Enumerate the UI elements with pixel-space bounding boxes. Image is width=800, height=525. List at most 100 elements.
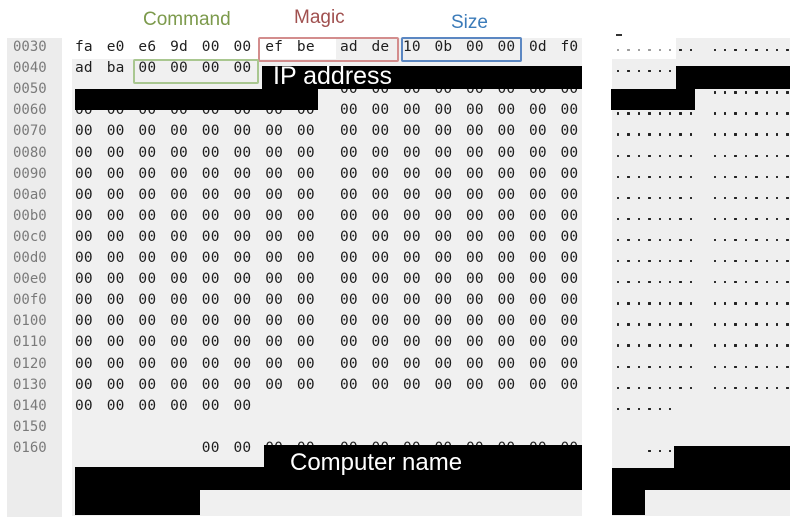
hex-byte: 00 <box>75 207 93 224</box>
ascii-char <box>689 386 693 389</box>
ascii-char <box>724 365 727 368</box>
ascii-char <box>755 302 758 305</box>
row-offset: 0160 <box>13 439 47 456</box>
hex-byte: 00 <box>560 186 579 203</box>
hex-byte: fa <box>75 39 93 55</box>
hex-byte: 00 <box>201 292 220 309</box>
hex-byte: 00 <box>497 123 516 140</box>
ascii-char <box>669 344 672 347</box>
row-offset: 0030 <box>13 39 47 55</box>
ascii-char <box>713 217 716 221</box>
hex-byte: 00 <box>106 144 125 161</box>
ascii-char <box>713 302 716 305</box>
ascii-char <box>617 407 620 411</box>
hex-area-background <box>72 59 582 516</box>
ascii-char <box>765 344 768 347</box>
hex-byte: 00 <box>138 313 157 330</box>
hex-byte: 00 <box>466 271 484 288</box>
magic-highlight-box <box>258 37 399 62</box>
ascii-char <box>627 260 630 263</box>
hex-byte: 00 <box>529 186 547 203</box>
ascii-char <box>617 154 620 157</box>
hex-byte: 00 <box>106 271 125 288</box>
hex-byte: 00 <box>170 355 188 372</box>
hex-byte: 00 <box>138 60 157 77</box>
ascii-char <box>669 217 672 221</box>
hex-byte: 00 <box>233 186 252 203</box>
ascii-char <box>776 133 779 136</box>
ascii-char <box>724 154 727 157</box>
hex-byte: 00 <box>371 334 390 351</box>
hex-byte: 00 <box>497 186 516 203</box>
row-offset: 00b0 <box>13 207 47 224</box>
ascii-char <box>724 386 727 389</box>
hex-byte: 00 <box>340 355 358 372</box>
hex-byte: 00 <box>75 313 93 330</box>
hex-byte: 00 <box>434 334 453 351</box>
hex-byte: 00 <box>434 228 453 245</box>
hex-byte: 00 <box>434 292 453 309</box>
hex-byte: 00 <box>170 376 188 393</box>
hex-byte: 00 <box>233 144 252 161</box>
hex-byte: 00 <box>265 292 284 309</box>
hex-byte: 00 <box>296 271 315 288</box>
hex-byte: 00 <box>138 376 157 393</box>
hex-byte: 00 <box>138 397 157 414</box>
ascii-char <box>617 260 620 263</box>
ascii-char <box>658 260 661 263</box>
row-offset: 0120 <box>13 355 47 372</box>
hex-byte: 00 <box>201 271 220 288</box>
ascii-char <box>713 196 716 200</box>
hex-byte: 00 <box>233 313 252 330</box>
ascii-char <box>713 344 716 347</box>
ascii-char <box>669 70 672 73</box>
hex-byte: 00 <box>560 123 579 140</box>
ascii-char <box>648 344 651 347</box>
ascii-char <box>755 344 758 347</box>
hex-byte: 00 <box>529 123 547 140</box>
hex-byte: f0 <box>560 39 579 55</box>
ascii-char <box>627 175 630 178</box>
cursor-mark <box>616 34 622 36</box>
hex-byte: 00 <box>265 207 284 224</box>
hex-byte: 00 <box>75 144 93 161</box>
ascii-char <box>713 112 716 115</box>
ip-address-label: IP address <box>273 62 393 90</box>
ascii-char <box>648 365 651 368</box>
row-offset: 0130 <box>13 376 47 393</box>
ascii-char <box>658 386 661 389</box>
ascii-char <box>648 133 651 136</box>
hex-byte: 00 <box>434 123 453 140</box>
ascii-char <box>724 91 727 94</box>
hex-byte: 00 <box>233 207 252 224</box>
hex-byte: 00 <box>265 355 284 372</box>
hex-byte: 00 <box>497 207 516 224</box>
hex-byte: 00 <box>170 292 188 309</box>
ascii-char <box>627 323 630 326</box>
ascii-char <box>627 386 630 389</box>
ascii-char <box>669 154 672 157</box>
ascii-char <box>744 196 748 200</box>
ascii-char <box>786 49 789 52</box>
hex-byte: 00 <box>233 39 252 55</box>
ascii-char <box>734 133 737 136</box>
ascii-char <box>637 133 641 136</box>
ascii-char <box>744 154 748 157</box>
ascii-char <box>637 386 641 389</box>
ascii-char <box>776 323 779 326</box>
hex-byte: 00 <box>265 250 284 266</box>
ascii-char <box>669 365 672 368</box>
ascii-char <box>617 281 620 284</box>
hex-byte: 00 <box>265 376 284 393</box>
ascii-char <box>669 133 672 136</box>
hex-byte: 00 <box>434 165 453 182</box>
ascii-char <box>669 302 672 305</box>
hex-byte: 00 <box>201 439 220 456</box>
ascii-char <box>786 112 789 115</box>
hex-byte: 00 <box>106 334 125 351</box>
hex-byte: 00 <box>403 228 421 245</box>
hex-byte: 00 <box>201 39 220 55</box>
ascii-char <box>786 365 789 368</box>
ascii-char <box>637 344 641 347</box>
